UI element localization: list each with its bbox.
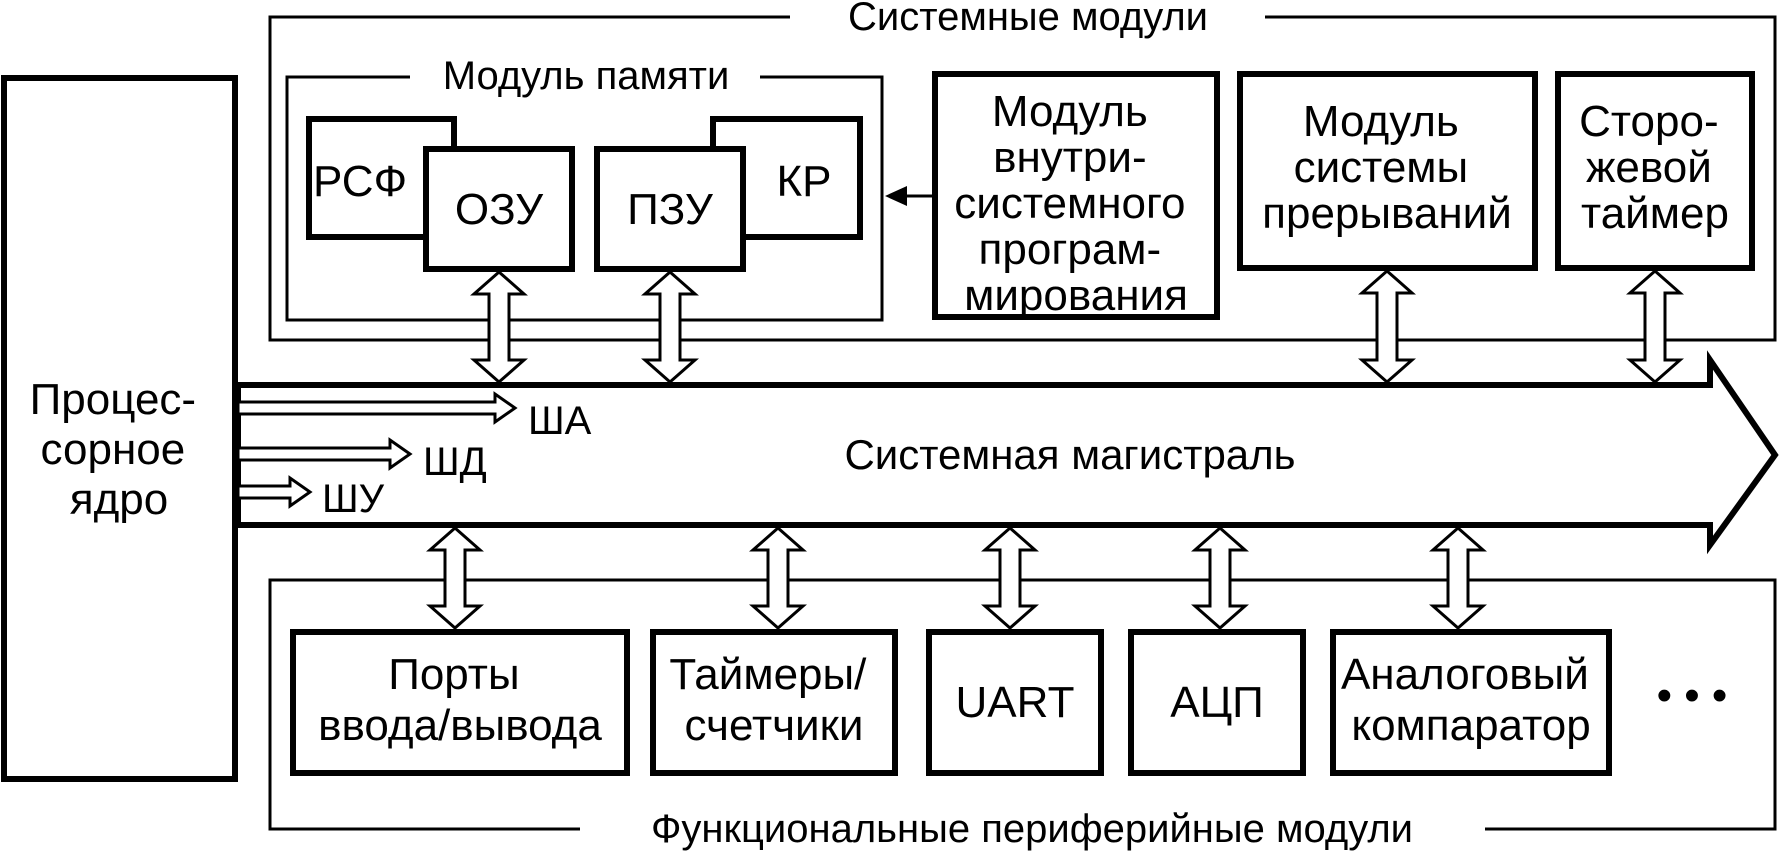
pzu-bus-arrow bbox=[641, 270, 699, 384]
memory-module-title: Модуль памяти bbox=[443, 54, 730, 98]
control-bus: ШУ bbox=[236, 475, 385, 521]
timers-label: Таймеры/ счетчики bbox=[669, 650, 878, 750]
system-modules-frame bbox=[268, 15, 1777, 342]
ozu-block: ОЗУ bbox=[423, 146, 575, 272]
cpu-core-label: Процес- сорное ядро bbox=[30, 375, 209, 524]
rsf-label: РСФ bbox=[313, 157, 407, 206]
system-modules-title: Системные модули bbox=[848, 0, 1208, 39]
adc-bus-arrow bbox=[1191, 526, 1249, 630]
system-bus-arrow bbox=[235, 350, 1779, 555]
interrupt-module-label: Модуль системы прерываний bbox=[1262, 97, 1512, 238]
peripheral-modules-group: Функциональные периферийные модули Порты… bbox=[268, 578, 1777, 851]
kr-label: КР bbox=[777, 157, 832, 206]
isp-module-label: Модуль внутри- системного програм- миров… bbox=[954, 87, 1198, 320]
data-bus-label: ШД bbox=[423, 440, 487, 484]
pzu-label: ПЗУ bbox=[627, 185, 714, 234]
control-bus-label: ШУ bbox=[322, 477, 385, 521]
watchdog-timer-block: Сторо- жевой таймер bbox=[1555, 71, 1755, 271]
system-bus: Системная магистраль bbox=[235, 350, 1779, 555]
io-ports-block: Порты ввода/вывода bbox=[290, 629, 630, 776]
address-bus-label: ША bbox=[528, 399, 592, 443]
timers-block: Таймеры/ счетчики bbox=[650, 629, 898, 776]
memory-module-group: Модуль памяти РСФ ОЗУ КР ПЗУ bbox=[285, 54, 884, 322]
uart-block: UART bbox=[926, 629, 1104, 776]
watchdog-timer-label: Сторо- жевой таймер bbox=[1579, 97, 1731, 238]
system-modules-group: Системные модули bbox=[268, 0, 1777, 342]
uart-label: UART bbox=[956, 678, 1075, 727]
ozu-bus-arrow bbox=[470, 270, 528, 384]
watchdog-bus-arrow bbox=[1626, 269, 1684, 384]
address-bus: ША bbox=[236, 391, 592, 443]
data-bus: ШД bbox=[236, 437, 487, 484]
interrupt-module-block: Модуль системы прерываний bbox=[1237, 71, 1538, 271]
io-ports-bus-arrow bbox=[426, 526, 484, 630]
ozu-label: ОЗУ bbox=[455, 185, 544, 234]
comparator-block: Аналоговый компаратор bbox=[1330, 629, 1612, 776]
comparator-label: Аналоговый компаратор bbox=[1341, 650, 1601, 750]
isp-module-block: Модуль внутри- системного програм- миров… bbox=[932, 71, 1220, 320]
adc-block: АЦП bbox=[1128, 629, 1306, 776]
uart-bus-arrow bbox=[981, 526, 1039, 630]
pzu-block: ПЗУ bbox=[594, 146, 746, 272]
isp-to-memory-arrow bbox=[885, 186, 933, 206]
cpu-core-block: Процес- сорное ядро bbox=[1, 75, 238, 782]
comparator-bus-arrow bbox=[1429, 526, 1487, 630]
peripheral-modules-title: Функциональные периферийные модули bbox=[651, 807, 1413, 851]
io-ports-label: Порты ввода/вывода bbox=[318, 650, 602, 750]
peripheral-modules-frame bbox=[268, 578, 1777, 831]
adc-label: АЦП bbox=[1170, 678, 1264, 727]
system-bus-label: Системная магистраль bbox=[844, 431, 1295, 478]
more-peripherals-ellipsis: • • • bbox=[1657, 671, 1728, 720]
timers-bus-arrow bbox=[749, 526, 807, 630]
connector-arrows bbox=[426, 269, 1684, 630]
interrupt-bus-arrow bbox=[1358, 269, 1416, 384]
memory-module-frame bbox=[285, 75, 884, 322]
